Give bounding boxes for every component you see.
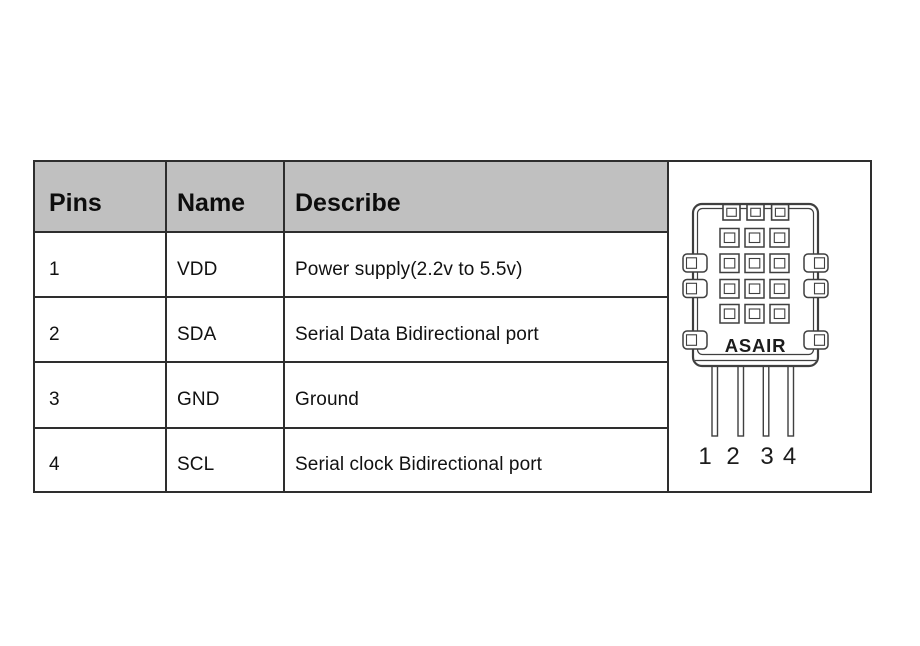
pin-cell: 1 (33, 231, 167, 298)
name-cell: GND (165, 361, 285, 429)
pin-number-4: 4 (783, 443, 796, 470)
pin-cell: 4 (33, 427, 167, 493)
pin-cell: 3 (33, 361, 167, 429)
pin-leg-3 (762, 357, 770, 437)
vent-grid (719, 227, 790, 324)
name-cell: VDD (165, 231, 285, 298)
table-row: 1 VDD Power supply(2.2v to 5.5v) (33, 231, 871, 298)
vent-row-top (722, 203, 790, 221)
col-header-name: Name (165, 160, 285, 233)
sensor-package-diagram: ASAIR 1 2 3 4 (682, 202, 829, 470)
table-row: 2 SDA Serial Data Bidirectional port (33, 296, 871, 363)
describe-cell: Ground (283, 361, 669, 429)
table-header-row: Pins Name Describe (33, 160, 872, 493)
sensor-pins (711, 357, 795, 437)
pin-leg-1 (711, 357, 719, 437)
pin-cell: 2 (33, 296, 167, 363)
pin-number-3: 3 (760, 443, 773, 470)
describe-cell: Serial Data Bidirectional port (283, 296, 669, 363)
table-row: 4 SCL Serial clock Bidirectional port (33, 427, 871, 493)
pin-leg-2 (737, 357, 745, 437)
pin-number-1: 1 (698, 443, 711, 470)
describe-cell: Serial clock Bidirectional port (283, 427, 669, 493)
brand-label: ASAIR (725, 335, 787, 356)
side-tabs (682, 253, 829, 350)
describe-cell: Power supply(2.2v to 5.5v) (283, 231, 669, 298)
pin-number-labels: 1 2 3 4 (698, 443, 796, 470)
pin-leg-4 (787, 357, 795, 437)
col-header-pins: Pins (33, 160, 167, 233)
pinout-figure: Pins Name Describe (33, 160, 872, 493)
col-header-describe: Describe (283, 160, 669, 233)
name-cell: SDA (165, 296, 285, 363)
sensor-diagram-cell: ASAIR 1 2 3 4 (667, 160, 872, 493)
name-cell: SCL (165, 427, 285, 493)
pin-number-2: 2 (726, 443, 739, 470)
pin-definition-table: Pins Name Describe (33, 160, 872, 493)
table-row: 3 GND Ground (33, 361, 871, 429)
